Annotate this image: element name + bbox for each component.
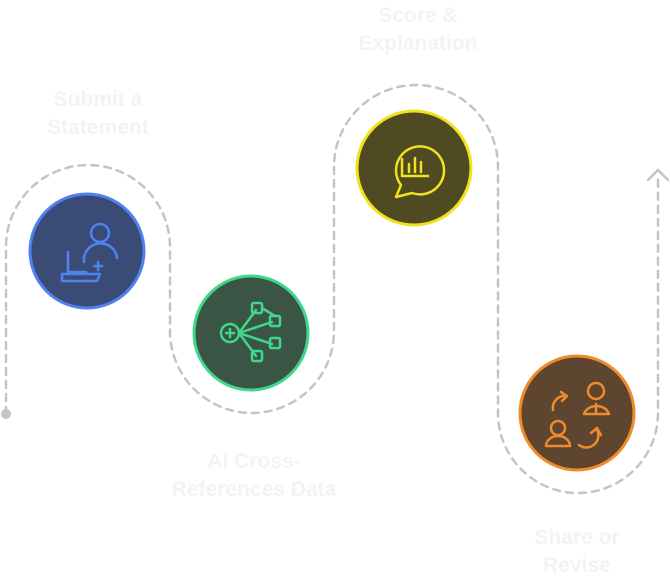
- chart-speech-bubble-icon: [394, 145, 446, 199]
- path-end-arrow: [646, 168, 670, 182]
- network-nodes-icon: [219, 301, 282, 363]
- user-laptop-add-icon: [60, 222, 119, 283]
- step-3-node: [355, 109, 473, 227]
- step-4-circle: [518, 354, 636, 472]
- user-exchange-icon: [544, 381, 611, 449]
- step-1-node: [28, 192, 146, 310]
- step-2-circle: [192, 274, 310, 392]
- path-start-dot: [1, 409, 11, 419]
- step-2-node: [192, 274, 310, 392]
- step-4-label: Share or Revise: [534, 526, 620, 577]
- process-path: [4, 83, 660, 495]
- step-4-node: [518, 354, 636, 472]
- step-2-label: AI Cross- References Data: [171, 450, 337, 501]
- step-1-label: Submit a Statement: [47, 88, 149, 139]
- step-3-label: Score & Explanation: [358, 4, 478, 55]
